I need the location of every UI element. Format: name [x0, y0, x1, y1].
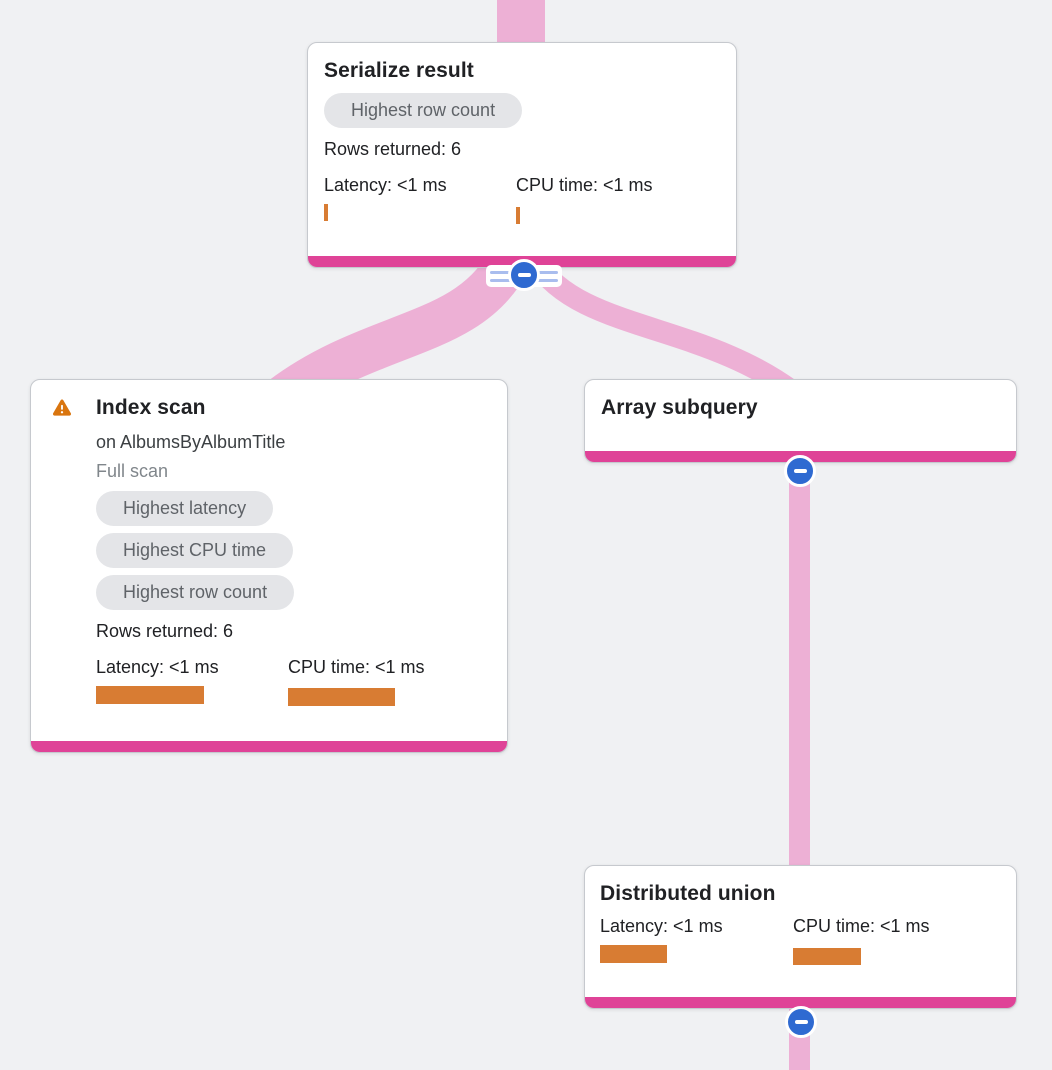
minus-icon [793, 469, 807, 473]
collapse-button-array-subquery[interactable] [784, 455, 816, 487]
warning-icon [51, 397, 73, 424]
latency-label: Latency: <1 ms [96, 657, 219, 677]
edge-array-subquery-to-distributed-union [789, 456, 810, 868]
node-accent-bar [31, 741, 507, 752]
cpu-time-label: CPU time: <1 ms [288, 657, 425, 677]
cpu-time-bar [516, 207, 520, 224]
cpu-time-bar [288, 688, 395, 706]
edge-lines-right-icon [537, 270, 558, 282]
cpu-time-label: CPU time: <1 ms [793, 916, 930, 936]
node-title: Array subquery [601, 396, 758, 419]
node-subtitle: on AlbumsByAlbumTitle [96, 432, 286, 452]
node-index-scan[interactable]: Index scan on AlbumsByAlbumTitle Full sc… [30, 379, 508, 753]
cpu-time-label: CPU time: <1 ms [516, 175, 653, 195]
latency-bar [96, 686, 204, 704]
minus-icon [794, 1020, 808, 1024]
badge-highest-latency: Highest latency [96, 491, 274, 526]
edge-lines-left-icon [490, 270, 511, 282]
node-array-subquery[interactable]: Array subquery [584, 379, 1017, 463]
edge-serialize-to-array-subquery [526, 255, 808, 407]
edge-serialize-to-index-scan [268, 250, 528, 416]
collapse-button-distributed-union[interactable] [785, 1006, 817, 1038]
badge-highest-cpu-time: Highest CPU time [96, 533, 294, 568]
latency-bar [600, 945, 667, 963]
node-serialize-result[interactable]: Serialize result Highest row count Rows … [307, 42, 737, 268]
scan-type-text: Full scan [96, 461, 169, 481]
minus-icon [517, 273, 531, 277]
node-distributed-union[interactable]: Distributed union Latency: <1 ms CPU tim… [584, 865, 1017, 1009]
collapse-button-serialize[interactable] [508, 259, 540, 291]
badge-highest-row-count: Highest row count [324, 93, 523, 128]
cpu-time-bar [793, 948, 861, 965]
rows-returned-text: Rows returned: 6 [324, 139, 462, 159]
node-title: Index scan [96, 396, 206, 419]
node-title: Distributed union [600, 882, 776, 905]
latency-bar [324, 204, 328, 221]
latency-label: Latency: <1 ms [600, 916, 723, 936]
latency-label: Latency: <1 ms [324, 175, 447, 195]
rows-returned-text: Rows returned: 6 [96, 621, 234, 641]
node-accent-bar [585, 997, 1016, 1008]
edge-parent-to-serialize [497, 0, 545, 46]
badge-highest-row-count: Highest row count [96, 575, 295, 610]
node-title: Serialize result [324, 59, 474, 82]
